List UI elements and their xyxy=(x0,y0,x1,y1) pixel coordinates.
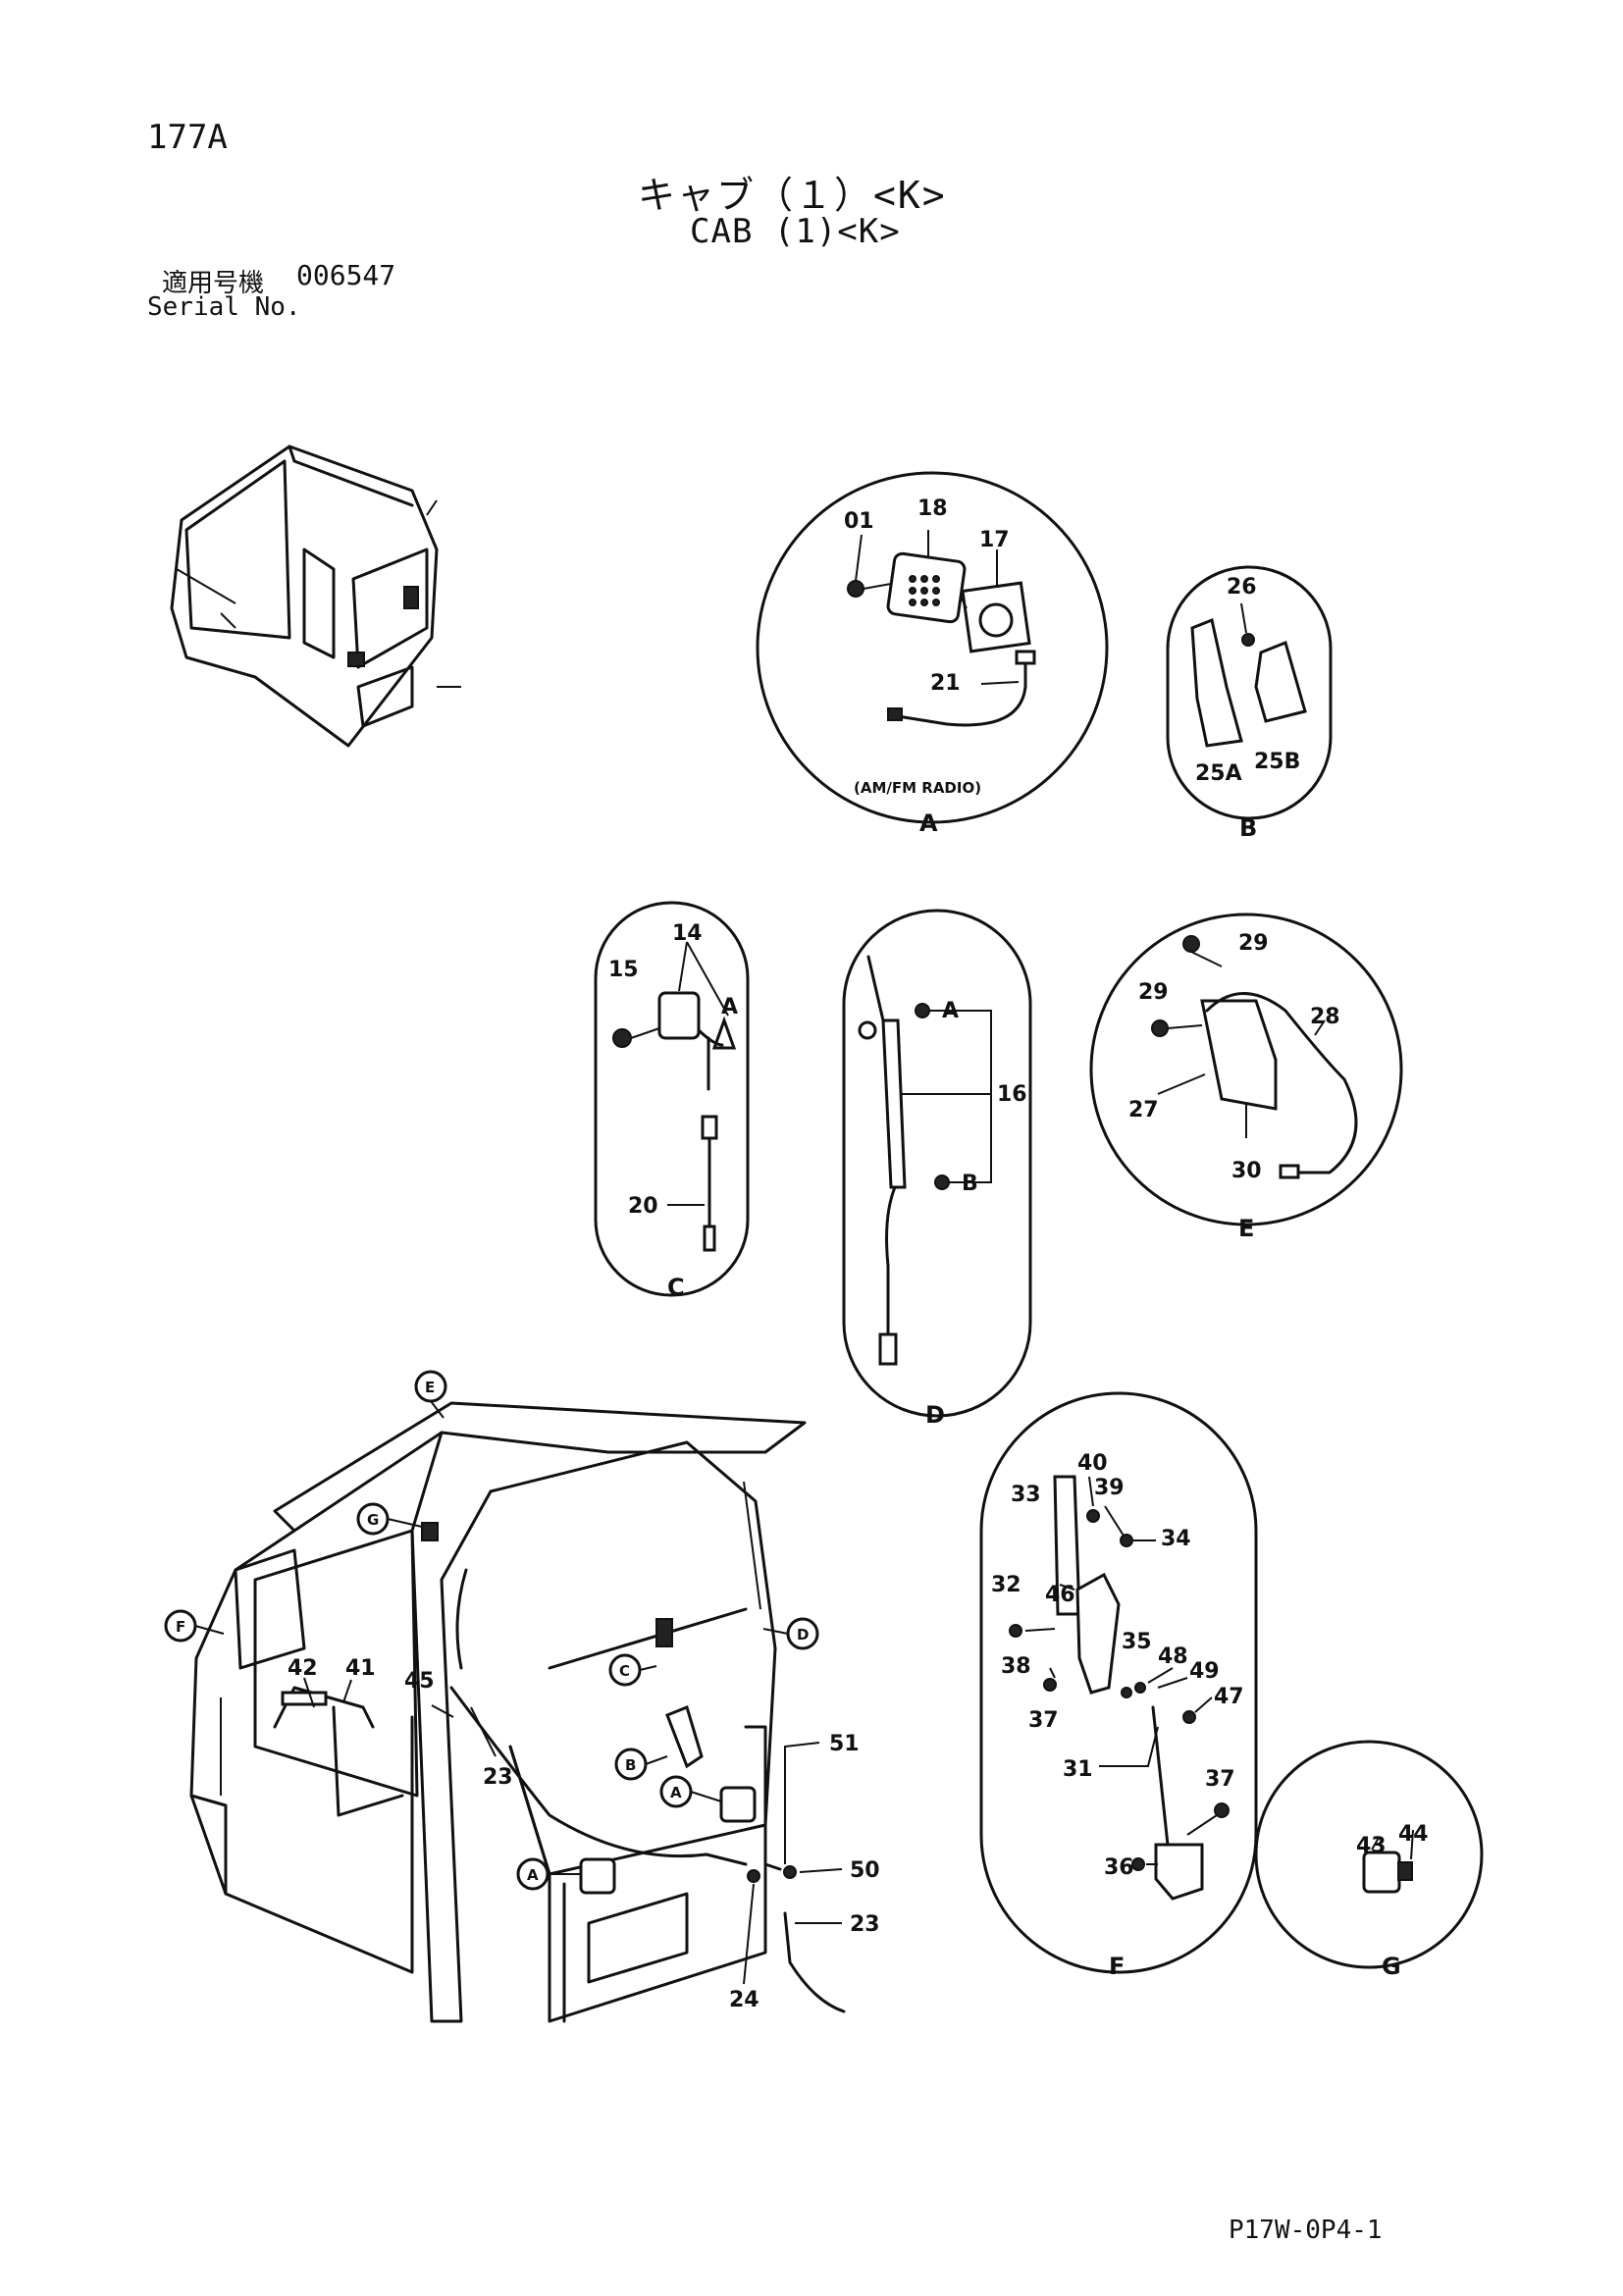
detail-f-caption: F xyxy=(1109,1953,1125,1980)
detail-e-part-label: 30 xyxy=(1231,1159,1262,1183)
detail-f-part-label: 39 xyxy=(1094,1476,1125,1500)
detail-f-part-label: 37 xyxy=(1205,1767,1235,1792)
detail-b-caption: B xyxy=(1239,814,1257,842)
detail-f-part-label: 49 xyxy=(1189,1659,1220,1684)
callout-letter-a: A xyxy=(527,1866,539,1884)
main-part-label: 23 xyxy=(483,1765,513,1790)
title-japanese: キャブ（１）<K> xyxy=(638,174,947,217)
detail-e-part-label: 29 xyxy=(1238,931,1269,956)
detail-d-part-label: B xyxy=(962,1172,978,1196)
detail-c-part-label: 20 xyxy=(628,1194,658,1219)
bracket-36-icon xyxy=(1154,1843,1204,1901)
detail-a-part-label: 18 xyxy=(917,496,948,521)
detail-a xyxy=(756,471,1109,824)
detail-b-part-label: 25A xyxy=(1195,761,1242,786)
detail-f-part-label: 35 xyxy=(1122,1630,1152,1654)
detail-f-part-label: 46 xyxy=(1045,1583,1075,1607)
detail-e-part-label: 27 xyxy=(1128,1098,1159,1122)
detail-f-part-label: 47 xyxy=(1214,1685,1244,1709)
detail-f-part-label: 33 xyxy=(1011,1483,1041,1507)
callout-letter-a: A xyxy=(670,1784,682,1801)
antenna-mast-icon xyxy=(881,1018,907,1189)
detail-g-part-label: 44 xyxy=(1398,1822,1429,1847)
callout-letter-g: G xyxy=(367,1511,379,1529)
main-leader-lines xyxy=(303,1677,843,1985)
main-part-label: 24 xyxy=(729,1988,759,2012)
detail-f-part-label: 40 xyxy=(1077,1451,1108,1476)
detail-c xyxy=(594,901,750,1297)
detail-d-part-label: A xyxy=(942,999,959,1023)
title-english: CAB (1)<K> xyxy=(690,212,901,251)
detail-f-part-label: 34 xyxy=(1161,1527,1191,1551)
detail-g xyxy=(1254,1740,1484,1969)
overview-cab-drawing xyxy=(170,444,461,748)
screw-01-icon xyxy=(847,580,864,598)
main-part-label: 42 xyxy=(288,1656,318,1681)
serial-number-value: 006547 xyxy=(296,259,396,291)
callout-letter-c: C xyxy=(619,1662,630,1680)
detail-e-part-label: 28 xyxy=(1310,1005,1340,1029)
grille-holes-pattern xyxy=(909,575,940,606)
detail-g-part-label: 43 xyxy=(1356,1834,1387,1858)
bolt-15-icon xyxy=(612,1028,632,1048)
callout-letter-f: F xyxy=(176,1618,185,1636)
main-part-label: 45 xyxy=(404,1669,435,1694)
detail-f-part-label: 32 xyxy=(991,1573,1021,1597)
detail-f-part-label: 48 xyxy=(1158,1644,1188,1669)
detail-a-caption: A xyxy=(919,809,938,837)
detail-f-part-label: 38 xyxy=(1001,1654,1031,1679)
detail-d-part-label: 16 xyxy=(997,1082,1027,1107)
switch-icon xyxy=(657,991,701,1040)
detail-c-part-label: 14 xyxy=(672,921,703,946)
detail-d xyxy=(842,909,1032,1418)
detail-c-caption: C xyxy=(667,1274,685,1301)
detail-b-part-label: 25B xyxy=(1254,750,1300,774)
figure-code: P17W-0P4-1 xyxy=(1229,2216,1383,2245)
detail-e xyxy=(1089,913,1403,1226)
detail-b xyxy=(1166,565,1333,820)
page-number: 177A xyxy=(147,118,228,157)
callout-letter-e: E xyxy=(425,1379,435,1396)
detail-a-part-label: 17 xyxy=(979,528,1010,552)
detail-a-note: (AM/FM RADIO) xyxy=(854,779,981,797)
detail-a-part-label: 01 xyxy=(844,509,874,534)
detail-e-part-label: 29 xyxy=(1138,980,1169,1005)
main-part-label: 51 xyxy=(829,1732,860,1756)
switch-43-icon xyxy=(1362,1851,1401,1894)
bracket-27-icon xyxy=(1200,999,1278,1111)
labels: 01 18 17 21 (AM/FM RADIO) A 26 25A 25B B… xyxy=(176,496,1429,2012)
detail-g-caption: G xyxy=(1382,1953,1401,1980)
main-part-label: 23 xyxy=(850,1912,880,1937)
plate-35-icon xyxy=(1075,1572,1121,1695)
callout-letter-b: B xyxy=(625,1756,636,1774)
detail-a-part-label: 21 xyxy=(930,671,961,696)
detail-d-caption: D xyxy=(925,1401,945,1429)
main-callout-markers xyxy=(164,1370,819,1891)
serial-label-english: Serial No. xyxy=(147,292,301,322)
detail-e-caption: E xyxy=(1238,1215,1254,1242)
pedal-icon xyxy=(1190,617,1243,748)
detail-b-part-label: 26 xyxy=(1227,575,1257,600)
callout-letter-d: D xyxy=(797,1626,809,1644)
detail-c-part-label: 15 xyxy=(608,958,639,982)
pedal-bracket-icon xyxy=(1254,640,1307,723)
main-part-label: 50 xyxy=(850,1858,880,1883)
main-part-label: 41 xyxy=(345,1656,376,1681)
serial-label-japanese: 適用号機 xyxy=(162,269,265,298)
detail-f-part-label: 37 xyxy=(1028,1708,1059,1733)
detail-c-part-label: A xyxy=(721,995,738,1019)
detail-f xyxy=(979,1391,1258,1974)
detail-f-part-label: 31 xyxy=(1063,1757,1093,1782)
main-cab-drawing xyxy=(189,1401,846,2023)
detail-f-part-label: 36 xyxy=(1104,1855,1134,1880)
